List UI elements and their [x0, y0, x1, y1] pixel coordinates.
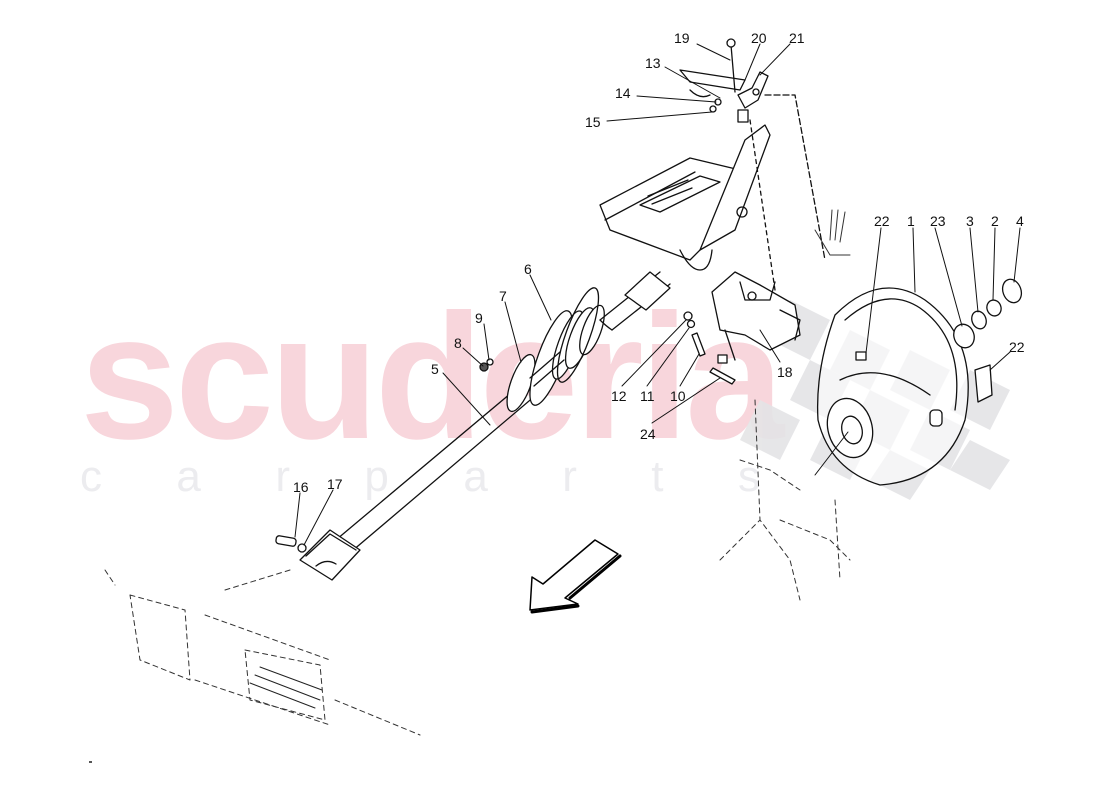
direction-arrow-icon	[529, 539, 622, 614]
column-housing	[599, 124, 771, 271]
callout-10[interactable]: 10	[670, 388, 686, 404]
callout-20[interactable]: 20	[751, 30, 767, 46]
callout-16[interactable]: 16	[293, 479, 309, 495]
callout-5[interactable]: 5	[431, 361, 439, 377]
bolt-16	[275, 535, 307, 553]
callout-19[interactable]: 19	[674, 30, 690, 46]
watermark-letter: a	[176, 452, 201, 501]
steering-rack-outline	[104, 569, 421, 736]
callout-17[interactable]: 17	[327, 476, 343, 492]
callout-11[interactable]: 11	[640, 388, 655, 404]
callout-24[interactable]: 24	[640, 426, 656, 442]
watermark-brand: scuderia	[80, 277, 784, 476]
ignition-lock	[711, 271, 801, 361]
callout-2[interactable]: 2	[991, 213, 999, 229]
callout-8[interactable]: 8	[454, 335, 462, 351]
watermark-letter: r	[275, 452, 290, 501]
callout-21[interactable]: 21	[789, 30, 805, 46]
callout-18[interactable]: 18	[777, 364, 793, 380]
dashboard-outline	[719, 399, 851, 601]
callout-22-top[interactable]: 22	[874, 213, 890, 229]
callout-9[interactable]: 9	[475, 310, 483, 326]
watermark-tagline: c a r p a r t s	[80, 452, 760, 502]
callout-6[interactable]: 6	[524, 261, 532, 277]
watermark-letter: s	[737, 452, 760, 501]
watermark-letter: t	[651, 452, 664, 501]
callout-3[interactable]: 3	[966, 213, 974, 229]
callout-22-right[interactable]: 22	[1009, 339, 1025, 355]
watermark-letter: a	[463, 452, 488, 501]
universal-joint-lower	[299, 529, 361, 581]
steering-wheel	[816, 287, 993, 486]
callout-13[interactable]: 13	[645, 55, 661, 71]
upper-shaft	[599, 271, 671, 331]
leader-lines	[294, 43, 1021, 546]
watermark-letter: c	[80, 452, 102, 501]
callout-7[interactable]: 7	[499, 288, 507, 304]
callout-23[interactable]: 23	[930, 213, 946, 229]
callout-14[interactable]: 14	[615, 85, 631, 101]
bellows-boot	[551, 287, 605, 383]
callout-1[interactable]: 1	[907, 213, 915, 229]
callout-4[interactable]: 4	[1016, 213, 1024, 229]
watermark-letter: r	[562, 452, 577, 501]
tilt-lever-bracket	[679, 38, 769, 123]
watermark-letter: p	[364, 452, 389, 501]
callout-12[interactable]: 12	[611, 388, 627, 404]
callout-15[interactable]: 15	[585, 114, 601, 130]
stray-mark	[89, 761, 92, 763]
